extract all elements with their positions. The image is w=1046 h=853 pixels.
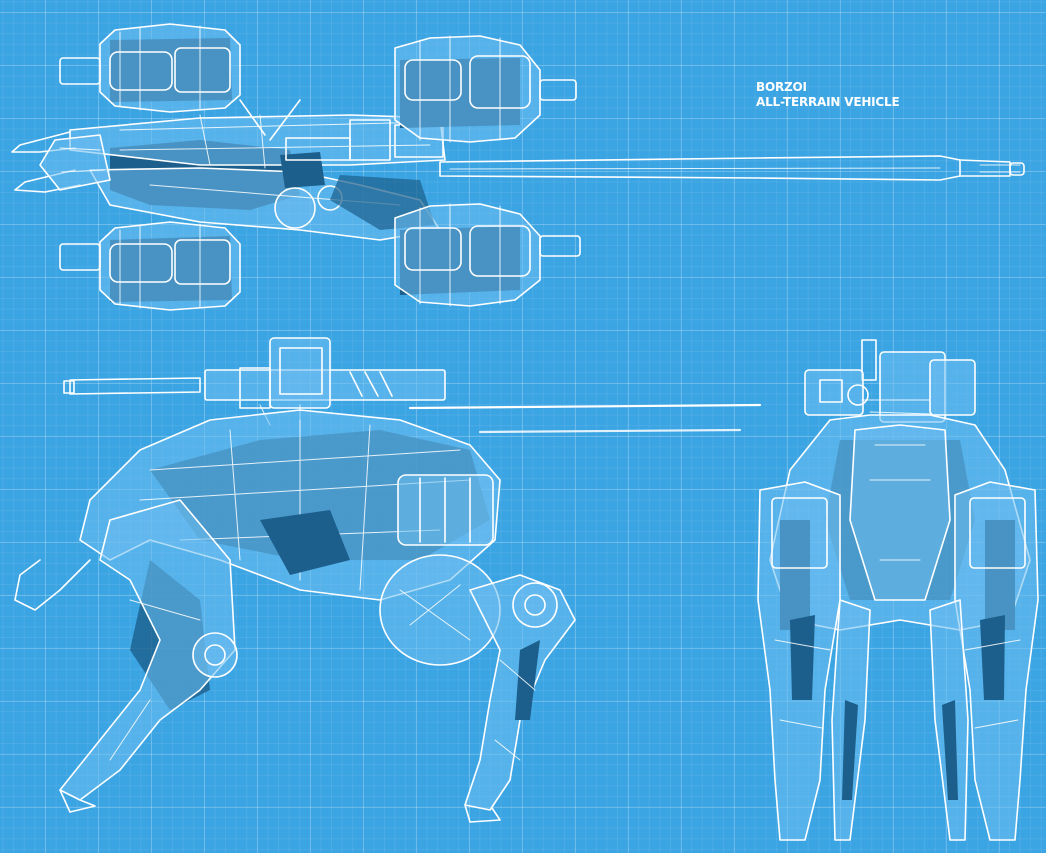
title-line-vehicle-name: BORZOI — [756, 80, 807, 94]
top-view-claws — [11, 131, 111, 193]
front-view-right-leg — [954, 481, 1039, 841]
drawing-title: BORZOI ALL-TERRAIN VEHICLE — [756, 80, 900, 110]
title-line-vehicle-type: ALL-TERRAIN VEHICLE — [756, 95, 900, 109]
top-view-rear-right-pod — [394, 203, 581, 307]
front-view — [757, 339, 1039, 841]
top-view-rear-left-pod — [394, 35, 577, 143]
side-view — [14, 337, 762, 823]
top-view-front-right-pod — [59, 221, 241, 311]
top-view — [11, 23, 1025, 311]
top-view-front-left-pod — [59, 23, 241, 113]
front-view-sensor-head — [804, 339, 976, 423]
side-view-turret — [63, 337, 762, 434]
front-view-inner-legs — [831, 599, 969, 841]
side-view-rear-leg — [464, 574, 576, 823]
top-view-body — [69, 99, 446, 241]
top-view-barrel — [439, 155, 1025, 181]
front-view-left-leg — [757, 481, 841, 841]
side-view-front-leg — [14, 499, 238, 813]
side-view-body — [79, 409, 501, 666]
